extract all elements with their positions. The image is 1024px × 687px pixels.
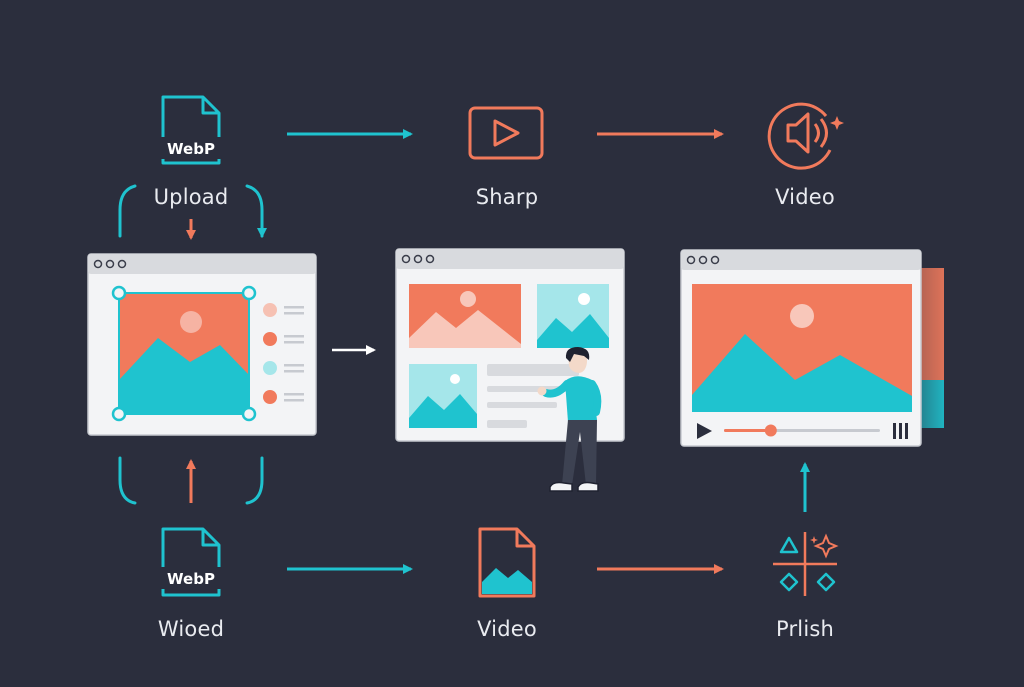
bracket-bottom-left <box>118 456 137 505</box>
webp-file-icon-top: WebP <box>160 95 222 165</box>
sparkle-grid-icon <box>773 532 839 596</box>
progress-knob <box>764 424 777 437</box>
image-editor-window <box>87 253 317 436</box>
progress-fill <box>724 429 771 432</box>
label-prlish: Prlish <box>775 617 835 641</box>
person-figure <box>537 347 602 492</box>
play-icon <box>468 106 544 160</box>
label-sharp: Sharp <box>475 185 539 209</box>
webp-file-icon-bottom: WebP <box>160 527 222 597</box>
label-video-top: Video <box>775 185 835 209</box>
label-wioed: Wioed <box>157 617 225 641</box>
webp-badge-top: WebP <box>167 140 215 158</box>
video-player-window <box>680 249 922 447</box>
bracket-top-right <box>245 184 267 238</box>
speaker-icon <box>767 102 844 170</box>
bracket-top-left <box>118 184 137 238</box>
webp-badge-bottom: WebP <box>167 570 215 588</box>
label-video-bottom: Video <box>477 617 537 641</box>
bracket-bottom-right <box>245 456 264 505</box>
image-file-icon <box>478 527 536 598</box>
label-upload: Upload <box>153 185 229 209</box>
play-button-icon <box>697 423 712 439</box>
